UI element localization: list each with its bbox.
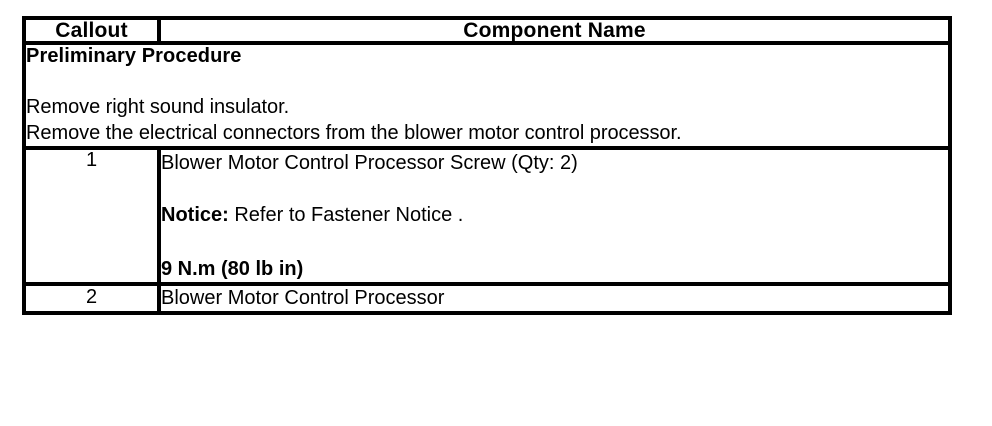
preliminary-step-2: Remove the electrical connectors from th… bbox=[26, 121, 682, 144]
component-detail-cell-1: Blower Motor Control Processor Screw (Qt… bbox=[157, 146, 952, 287]
preliminary-procedure-row: Preliminary Procedure Remove right sound… bbox=[22, 40, 952, 151]
component-name-1: Blower Motor Control Processor Screw (Qt… bbox=[161, 152, 578, 175]
fastener-notice-line: Notice: Refer to Fastener Notice . bbox=[161, 202, 948, 228]
preliminary-procedure-title: Preliminary Procedure bbox=[26, 45, 242, 67]
component-name-2: Blower Motor Control Processor bbox=[157, 282, 952, 316]
table-row: 2 Blower Motor Control Processor bbox=[22, 282, 952, 316]
service-procedure-table: Callout Component Name Preliminary Proce… bbox=[22, 16, 952, 316]
callout-number-1: 1 bbox=[22, 146, 161, 287]
preliminary-procedure-cell: Preliminary Procedure Remove right sound… bbox=[22, 40, 952, 151]
notice-label: Notice: bbox=[161, 204, 229, 227]
preliminary-step-1: Remove right sound insulator. bbox=[26, 96, 290, 118]
table-header-row: Callout Component Name bbox=[22, 16, 952, 45]
detail-spacer-lower bbox=[161, 228, 948, 256]
preliminary-spacer bbox=[26, 75, 948, 95]
torque-specification: 9 N.m (80 lb in) bbox=[161, 258, 304, 281]
table-row: 1 Blower Motor Control Processor Screw (… bbox=[22, 146, 952, 287]
detail-spacer-upper bbox=[161, 176, 948, 202]
notice-text: Refer to Fastener Notice . bbox=[228, 204, 464, 227]
callout-number-2: 2 bbox=[22, 282, 161, 316]
column-header-component-name: Component Name bbox=[157, 16, 952, 45]
column-header-callout: Callout bbox=[22, 16, 161, 45]
